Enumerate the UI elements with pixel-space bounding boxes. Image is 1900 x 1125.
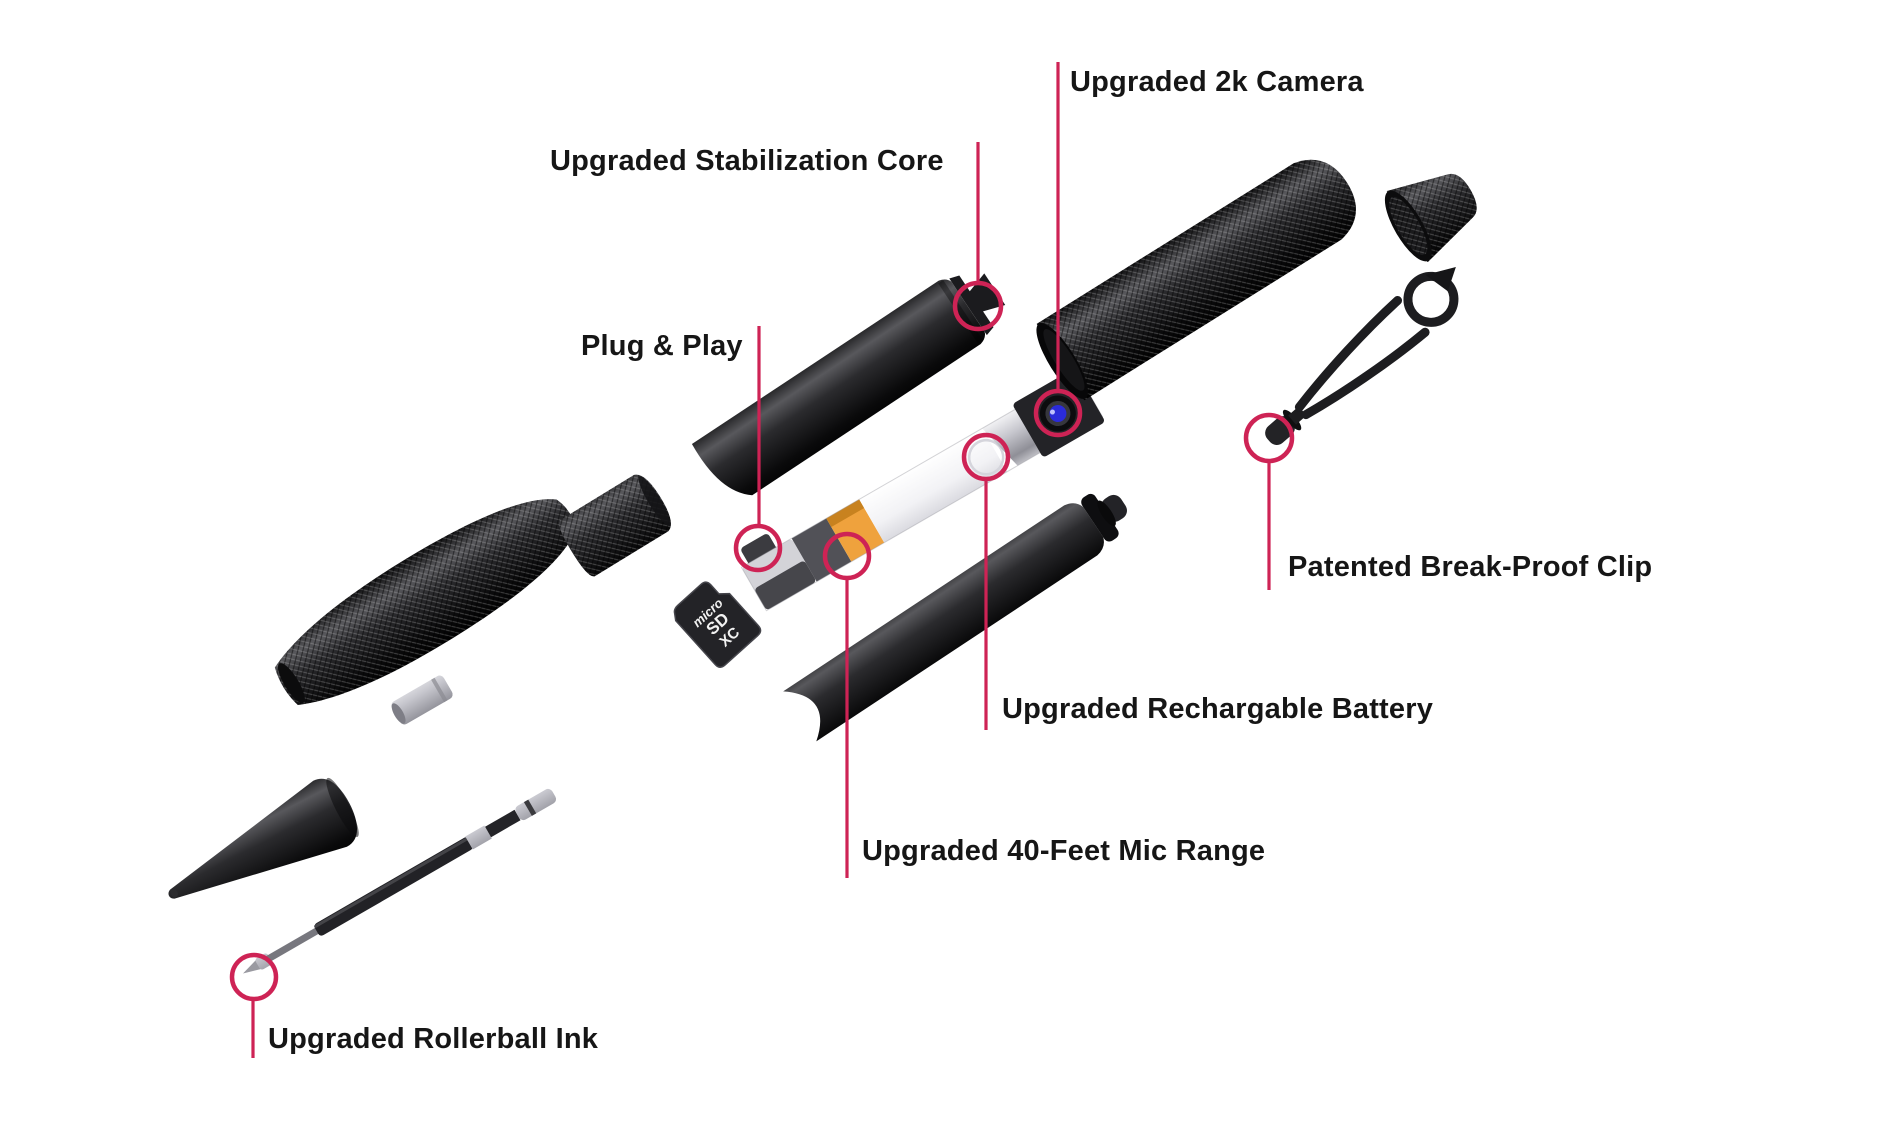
label-plug-play: Plug & Play xyxy=(581,330,743,362)
grip-ring xyxy=(559,474,671,577)
label-camera: Upgraded 2k Camera xyxy=(1070,66,1364,98)
callout-circle-camera xyxy=(1033,388,1083,438)
nose-cone xyxy=(168,777,359,899)
ink-refill xyxy=(242,788,557,974)
top-barrel xyxy=(1036,159,1356,401)
camera-module xyxy=(740,369,1104,612)
label-mic: Upgraded 40-Feet Mic Range xyxy=(862,835,1266,867)
microsd-card: micro SD XC xyxy=(673,581,762,668)
refill-metal-tube xyxy=(391,675,453,725)
callout-annotations xyxy=(229,62,1295,1058)
label-stabilization: Upgraded Stabilization Core xyxy=(550,145,944,177)
label-clip: Patented Break-Proof Clip xyxy=(1288,551,1653,583)
mic-tube xyxy=(783,493,1127,742)
label-ink: Upgraded Rollerball Ink xyxy=(268,1023,599,1055)
module-dark-segment xyxy=(791,518,852,582)
cap-finial xyxy=(1384,173,1477,263)
main-barrel xyxy=(274,499,576,705)
label-battery: Upgraded Rechargable Battery xyxy=(1002,693,1434,725)
silver-band xyxy=(982,409,1041,466)
callout-circle-plug-play xyxy=(733,523,783,573)
callout-circle-ink xyxy=(229,952,279,1002)
callout-circle-stabilization xyxy=(952,280,1004,332)
camera-lens xyxy=(1049,405,1067,422)
